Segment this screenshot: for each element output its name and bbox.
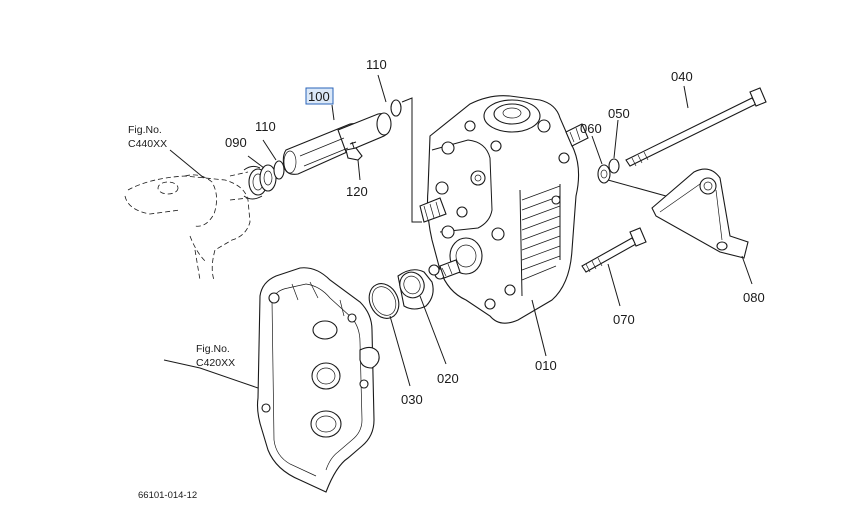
- callout-070[interactable]: 070: [613, 312, 635, 327]
- gear-case-drawing: [256, 267, 380, 493]
- callout-020[interactable]: 020: [437, 371, 459, 386]
- callout-040[interactable]: 040: [671, 69, 693, 84]
- axle-housing-drawing: [124, 165, 268, 281]
- fig-ref-lower-line1: Fig.No.: [196, 343, 230, 355]
- leader-lines: [163, 74, 753, 389]
- hardware-drawing: [581, 87, 767, 273]
- fig-ref-upper-line2[interactable]: C440XX: [128, 138, 167, 150]
- callout-060[interactable]: 060: [580, 121, 602, 136]
- highlighted-callout-box: [305, 87, 334, 105]
- drawing-code: 66101-014-12: [138, 490, 197, 501]
- callout-110-left[interactable]: 110: [255, 119, 276, 134]
- callout-090[interactable]: 090: [225, 135, 247, 150]
- callout-030[interactable]: 030: [401, 392, 423, 407]
- callout-100[interactable]: 100: [308, 89, 330, 104]
- pump-unit-drawing: [419, 95, 589, 324]
- seal-bearing-drawing: [368, 269, 434, 319]
- fig-ref-lower-line2[interactable]: C420XX: [196, 357, 235, 369]
- callout-050[interactable]: 050: [608, 106, 630, 121]
- fig-ref-upper-line1: Fig.No.: [128, 124, 162, 136]
- callout-110-right[interactable]: 110: [366, 57, 387, 72]
- callout-010[interactable]: 010: [535, 358, 557, 373]
- callout-labels: 100 110 110 090 120 040 050 060 080 070 …: [128, 57, 765, 501]
- shaft-assembly-drawing: [259, 99, 402, 192]
- callout-120[interactable]: 120: [346, 184, 368, 199]
- callout-080[interactable]: 080: [743, 290, 765, 305]
